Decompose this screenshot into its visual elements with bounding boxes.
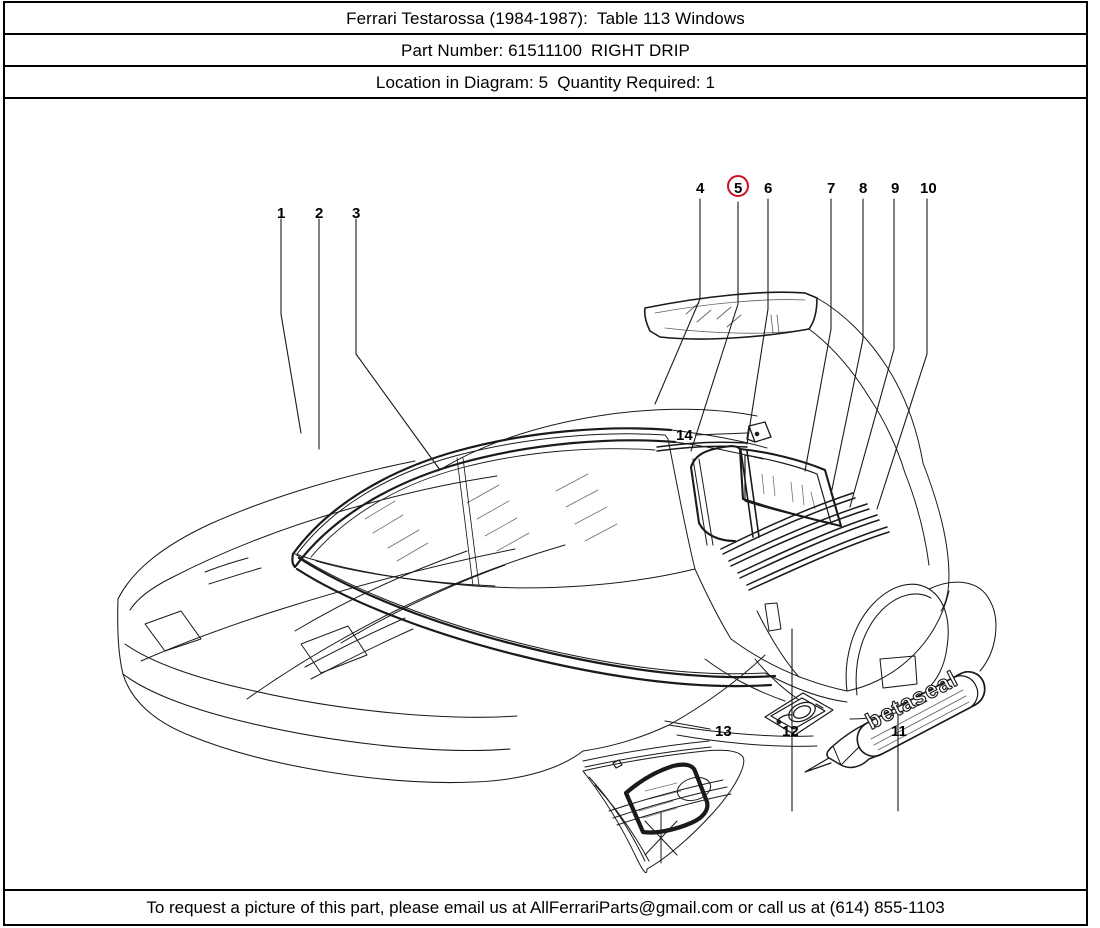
- car-rear-deck: [808, 297, 950, 692]
- car-hood-recess: [144, 610, 368, 674]
- car-side-body: [582, 568, 848, 752]
- side-window-frame: [738, 447, 843, 528]
- contact-text: To request a picture of this part, pleas…: [146, 898, 945, 917]
- callout-3: 3: [352, 205, 361, 222]
- quarter-glass-detail: [582, 740, 745, 874]
- mount-plate-part-12: [764, 692, 834, 736]
- title-table: Table 113 Windows: [596, 8, 745, 28]
- car-front-nose: [117, 460, 584, 783]
- callout-9: 9: [891, 180, 900, 197]
- windshield-glass: [296, 433, 696, 589]
- windshield-reflections: [364, 473, 618, 562]
- b-pillar: [692, 458, 714, 546]
- location-in-diagram: Location in Diagram: 5: [375, 72, 549, 92]
- part-line: Part Number: 61511100 RIGHT DRIP: [401, 42, 690, 59]
- callout-11: 11: [891, 723, 907, 740]
- header-row-part: Part Number: 61511100 RIGHT DRIP: [5, 35, 1086, 67]
- part-name: RIGHT DRIP: [591, 40, 690, 60]
- diagram-svg: betaseal: [117, 198, 997, 874]
- callout-12: 12: [782, 723, 799, 740]
- callout-4: 4: [696, 180, 705, 197]
- leader-lines-left: [280, 218, 441, 471]
- windshield-divider: [456, 457, 480, 587]
- location-line: Location in Diagram: 5 Quantity Required:…: [376, 74, 715, 91]
- callout-14: 14: [676, 427, 693, 444]
- car-door-rocker: [668, 602, 818, 747]
- sheet-frame: Ferrari Testarossa (1984-1987): Table 113…: [3, 1, 1088, 926]
- side-window-glass-hatch: [761, 473, 816, 510]
- callout-2: 2: [315, 205, 324, 222]
- callout-5-highlight: [727, 175, 749, 197]
- part-number: Part Number: 61511100: [401, 40, 583, 60]
- svg-text:betaseal: betaseal: [861, 665, 962, 734]
- sealant-tube-label: betaseal: [861, 665, 963, 735]
- vent-window-divider: [740, 450, 760, 538]
- quantity-required: Quantity Required: 1: [557, 72, 716, 92]
- header-row-location: Location in Diagram: 5 Quantity Required:…: [5, 67, 1086, 99]
- title-model: Ferrari Testarossa (1984-1987):: [346, 8, 588, 28]
- callout-7: 7: [827, 180, 836, 197]
- footer-row: To request a picture of this part, pleas…: [5, 889, 1086, 924]
- sealant-tube-part-11: [804, 671, 986, 773]
- quarter-glass-fastener: [612, 759, 623, 769]
- quarter-glass-hatch: [638, 782, 682, 819]
- callout-8: 8: [859, 180, 868, 197]
- page-title: Ferrari Testarossa (1984-1987): Table 113…: [346, 10, 745, 27]
- callout-13: 13: [715, 723, 732, 740]
- drip-rail-strips: [656, 441, 890, 591]
- quarter-glass: [623, 762, 710, 835]
- leader-lines-right: [654, 198, 928, 510]
- clip-part-14: [746, 421, 772, 443]
- parts-diagram: betaseal 1 2 3 4 5 6 7 8 9 10 11 12 13: [5, 99, 1090, 894]
- callout-10: 10: [920, 180, 937, 197]
- header-row-title: Ferrari Testarossa (1984-1987): Table 113…: [5, 3, 1086, 35]
- windshield-inner-reveal: [310, 448, 656, 587]
- rear-spoiler-glass-inner: [654, 299, 806, 334]
- callout-1: 1: [277, 205, 286, 222]
- callout-6: 6: [764, 180, 773, 197]
- lower-windshield-seal: [295, 556, 777, 688]
- car-cowl: [294, 553, 766, 675]
- windshield-seal: [291, 427, 677, 569]
